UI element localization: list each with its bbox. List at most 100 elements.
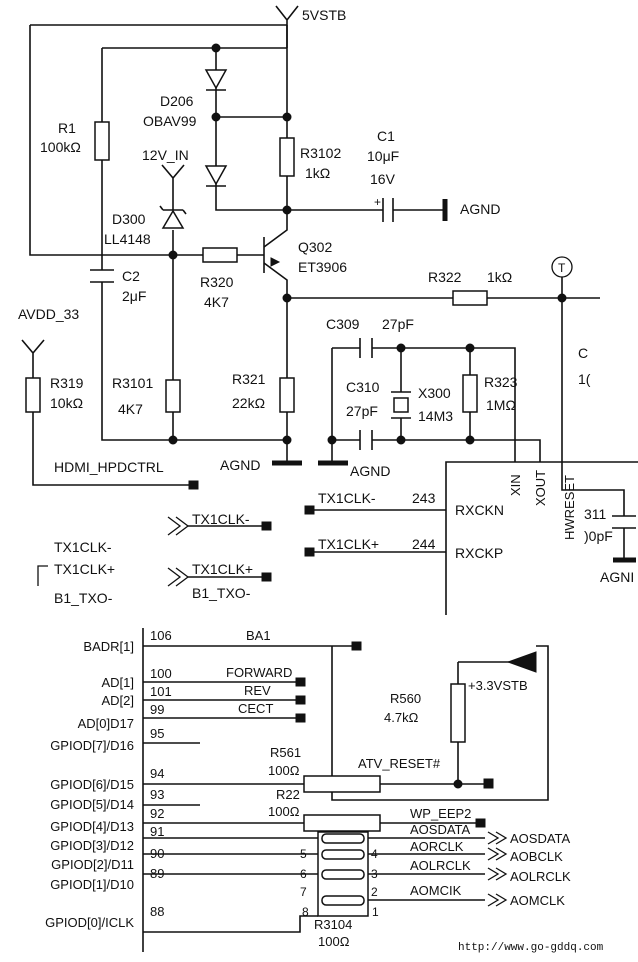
label-c2-value: 2μF xyxy=(122,288,146,304)
bottom-labels: BADR[1] 106 BA1 AD[1] 100 FORWARD AD[2] … xyxy=(45,628,603,954)
net-tx1clk-minus: TX1CLK- xyxy=(318,490,376,506)
label-r3102-value: 1kΩ xyxy=(305,165,330,181)
label-r3104: R3104 xyxy=(314,917,352,932)
bottom-wires xyxy=(142,628,549,952)
pin-num-91: 91 xyxy=(150,824,164,839)
label-hdmi-hpdctrl: HDMI_HPDCTRL xyxy=(54,459,164,475)
pin-num-88: 88 xyxy=(150,904,164,919)
pin-label-ad1: AD[1] xyxy=(101,675,134,690)
pin-label-ad2: AD[2] xyxy=(101,693,134,708)
label-avdd33: AVDD_33 xyxy=(18,306,79,322)
label-q302: Q302 xyxy=(298,239,332,255)
out-aosdata: AOSDATA xyxy=(510,831,571,846)
net-aosdata: AOSDATA xyxy=(410,822,471,837)
pin-xin: XIN xyxy=(508,474,523,496)
label-q302-part: ET3906 xyxy=(298,259,347,275)
conn-tx1clk-minus: TX1CLK- xyxy=(192,511,250,527)
c1-plus: + xyxy=(374,195,381,209)
net-aolrclk: AOLRCLK xyxy=(410,858,471,873)
components xyxy=(25,69,636,563)
label-right-cut-2: 1( xyxy=(578,371,591,387)
capacitor-c1 xyxy=(382,198,394,222)
label-c1: C1 xyxy=(377,128,395,144)
junction-dots xyxy=(168,43,567,445)
label-d206-part: OBAV99 xyxy=(143,113,197,129)
net-ba1: BA1 xyxy=(246,628,271,643)
pin-label-gpiod1: GPIOD[1]/D10 xyxy=(50,877,134,892)
label-r319: R319 xyxy=(50,375,84,391)
label-agnd-c311: AGNI xyxy=(600,569,634,585)
rn-pin-4: 4 xyxy=(371,847,378,861)
resistor-r22 xyxy=(303,814,381,832)
capacitor-c311 xyxy=(612,515,636,529)
label-r320: R320 xyxy=(200,274,234,290)
rn-pin-3: 3 xyxy=(371,867,378,881)
label-r561-value: 100Ω xyxy=(268,763,300,778)
label-c1-voltage: 16V xyxy=(370,171,396,187)
out-aomclk: AOMCLK xyxy=(510,893,565,908)
capacitor-c310 xyxy=(359,430,373,450)
pin-num-100: 100 xyxy=(150,666,172,681)
resistor-r3101 xyxy=(165,379,181,413)
pin-num-93: 93 xyxy=(150,787,164,802)
label-12v-in: 12V_IN xyxy=(142,147,189,163)
legend-tx1clk-minus: TX1CLK- xyxy=(54,539,112,555)
rn-pin-2: 2 xyxy=(371,885,378,899)
rn-pin-8: 8 xyxy=(302,905,309,919)
label-c311: 311 xyxy=(584,506,607,522)
legend-tx1clk-plus: TX1CLK+ xyxy=(54,561,115,577)
capacitor-c2 xyxy=(90,269,114,283)
label-x300: X300 xyxy=(418,385,451,401)
diode-d206-bottom xyxy=(204,165,228,186)
watermark-url: http://www.go-gddq.com xyxy=(458,942,604,954)
label-r560-value: 4.7kΩ xyxy=(384,710,419,725)
out-aobclk: AOBCLK xyxy=(510,849,563,864)
conn-b1-txo: B1_TXO- xyxy=(192,585,251,601)
pin-num-95: 95 xyxy=(150,726,164,741)
label-r560: R560 xyxy=(390,691,421,706)
resistor-r322 xyxy=(452,290,488,306)
pin-num-101: 101 xyxy=(150,684,172,699)
pin-label-gpiod5: GPIOD[5]/D14 xyxy=(50,797,134,812)
net-rev: REV xyxy=(244,683,271,698)
label-right-cut-1: C xyxy=(578,345,588,361)
pin-label-ad0: AD[0]D17 xyxy=(78,716,134,731)
label-c311-value: )0pF xyxy=(584,528,613,544)
pin-rxckp: RXCKP xyxy=(455,545,503,561)
label-5vstb: 5VSTB xyxy=(302,7,346,23)
capacitor-c309 xyxy=(359,338,373,358)
net-forward: FORWARD xyxy=(226,665,292,680)
label-agnd-xtal: AGND xyxy=(350,463,390,479)
resistor-r319 xyxy=(25,377,41,413)
label-33vstb: +3.3VSTB xyxy=(468,678,528,693)
label-c1-value: 10μF xyxy=(367,148,399,164)
rn-pin-1: 1 xyxy=(372,905,379,919)
label-r322: R322 xyxy=(428,269,462,285)
resistor-r561 xyxy=(303,775,381,793)
supply-arrow-icon xyxy=(506,651,537,673)
out-aolrclk: AOLRCLK xyxy=(510,869,571,884)
label-r3104-value: 100Ω xyxy=(318,934,350,949)
label-r320-value: 4K7 xyxy=(204,294,229,310)
label-r323: R323 xyxy=(484,374,518,390)
net-tx1clk-plus: TX1CLK+ xyxy=(318,536,379,552)
label-d300-part: LL4148 xyxy=(104,231,151,247)
pin-num-92: 92 xyxy=(150,806,164,821)
label-x300-value: 14M3 xyxy=(418,408,453,424)
top-wires xyxy=(21,5,638,615)
bottom-components xyxy=(295,641,537,917)
pin-hwreset: HWRESET xyxy=(562,475,577,540)
net-cect: CECT xyxy=(238,701,273,716)
label-r319-value: 10kΩ xyxy=(50,395,83,411)
pin-xout: XOUT xyxy=(533,470,548,506)
crystal-x300 xyxy=(393,397,409,413)
pin-label-gpiod4: GPIOD[4]/D13 xyxy=(50,819,134,834)
resistor-r321 xyxy=(279,377,295,413)
label-r22-value: 100Ω xyxy=(268,804,300,819)
pin-num-94: 94 xyxy=(150,766,164,781)
diode-d206-top xyxy=(204,69,228,90)
resistor-r3102 xyxy=(279,137,295,177)
net-aomcik: AOMCIK xyxy=(410,883,462,898)
label-c2: C2 xyxy=(122,268,140,284)
